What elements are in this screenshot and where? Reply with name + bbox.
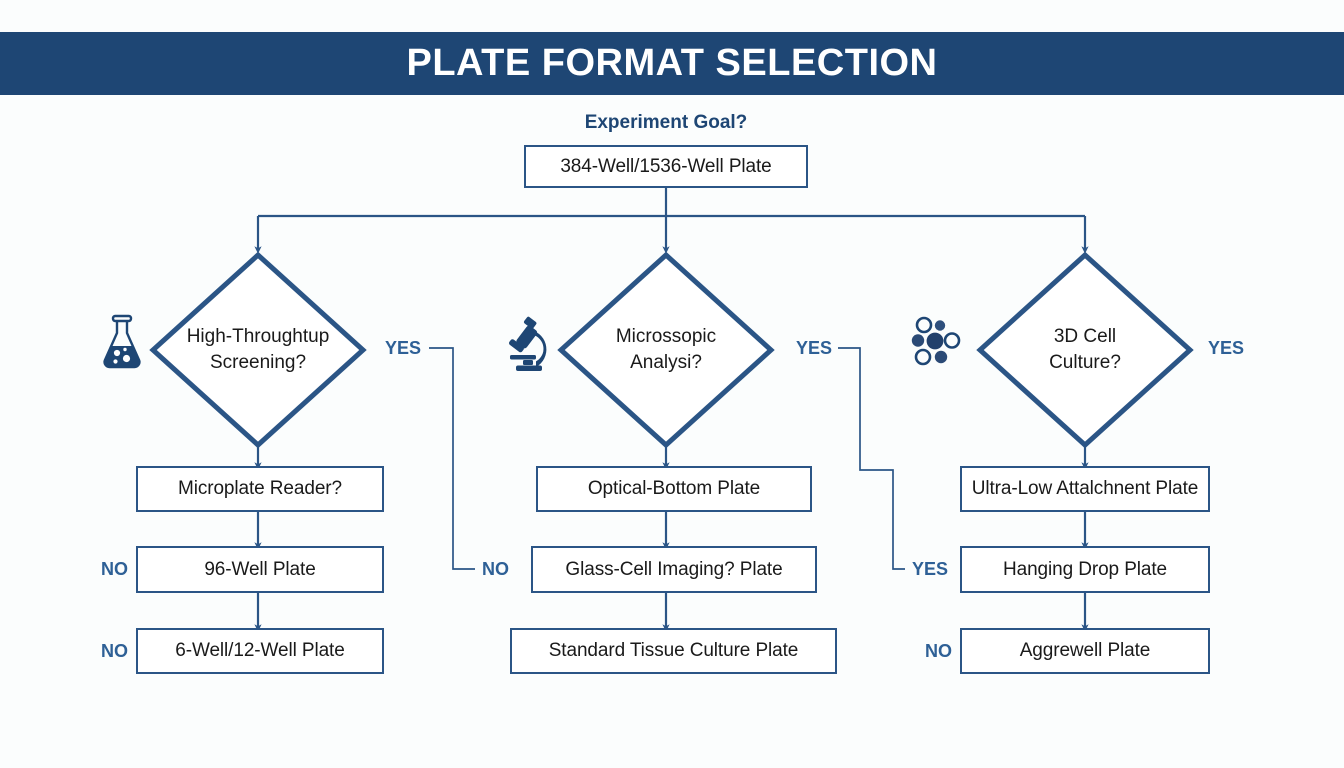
cell-cluster-icon <box>908 312 966 370</box>
box-hanging-drop-plate[interactable]: Hanging Drop Plate <box>960 546 1210 593</box>
branch-label-yes-1: YES <box>385 338 422 358</box>
decision-3d-cell-culture[interactable]: 3D Cell Culture? <box>975 250 1195 450</box>
decision-line-1: 3D Cell <box>1053 326 1117 348</box>
decision-microscopic-analysis[interactable]: Microssopic Analysi? <box>556 250 776 450</box>
box-96-well-plate[interactable]: 96-Well Plate <box>136 546 384 593</box>
decision-line-2: Screening? <box>209 352 307 373</box>
branch-label-yes-connector-2: YES <box>912 559 949 579</box>
decision-line-2: Analysi? <box>630 352 702 373</box>
decision-line-1: High-Throughtup <box>186 326 330 348</box>
decision-3d-cell-culture-label: 3D Cell Culture? <box>975 250 1195 450</box>
branch-label-no-connector-1: NO <box>482 559 509 579</box>
decision-microscopic-analysis-label: Microssopic Analysi? <box>556 250 776 450</box>
box-aggrewell-plate[interactable]: Aggrewell Plate <box>960 628 1210 674</box>
flask-icon <box>98 312 146 372</box>
branch-label-no-1b: NO <box>101 641 128 661</box>
branch-label-yes-3: YES <box>1208 338 1245 358</box>
box-ultra-low-attachment-plate[interactable]: Ultra-Low Attalchnent Plate <box>960 466 1210 512</box>
microscope-icon <box>498 316 556 374</box>
root-question-label: Experiment Goal? <box>584 112 748 133</box>
header-bar: PLATE FORMAT SELECTION <box>0 32 1344 95</box>
box-standard-tissue-culture-plate[interactable]: Standard Tissue Culture Plate <box>510 628 837 674</box>
box-optical-bottom-plate[interactable]: Optical-Bottom Plate <box>536 466 812 512</box>
box-microplate-reader[interactable]: Microplate Reader? <box>136 466 384 512</box>
root-box[interactable]: 384-Well/1536-Well Plate <box>524 145 808 188</box>
branch-label-no-3: NO <box>925 641 952 661</box>
branch-label-no-1a: NO <box>101 559 128 579</box>
box-glass-cell-imaging-plate[interactable]: Glass-Cell Imaging? Plate <box>531 546 817 593</box>
decision-high-throughput-label: High-Throughtup Screening? <box>148 250 368 450</box>
decision-line-2: Culture? <box>1049 352 1121 373</box>
page-title: PLATE FORMAT SELECTION <box>406 42 938 84</box>
box-6-12-well-plate[interactable]: 6-Well/12-Well Plate <box>136 628 384 674</box>
branch-label-yes-2: YES <box>796 338 833 358</box>
decision-line-1: Microssopic <box>615 326 717 348</box>
decision-high-throughput[interactable]: High-Throughtup Screening? <box>148 250 368 450</box>
